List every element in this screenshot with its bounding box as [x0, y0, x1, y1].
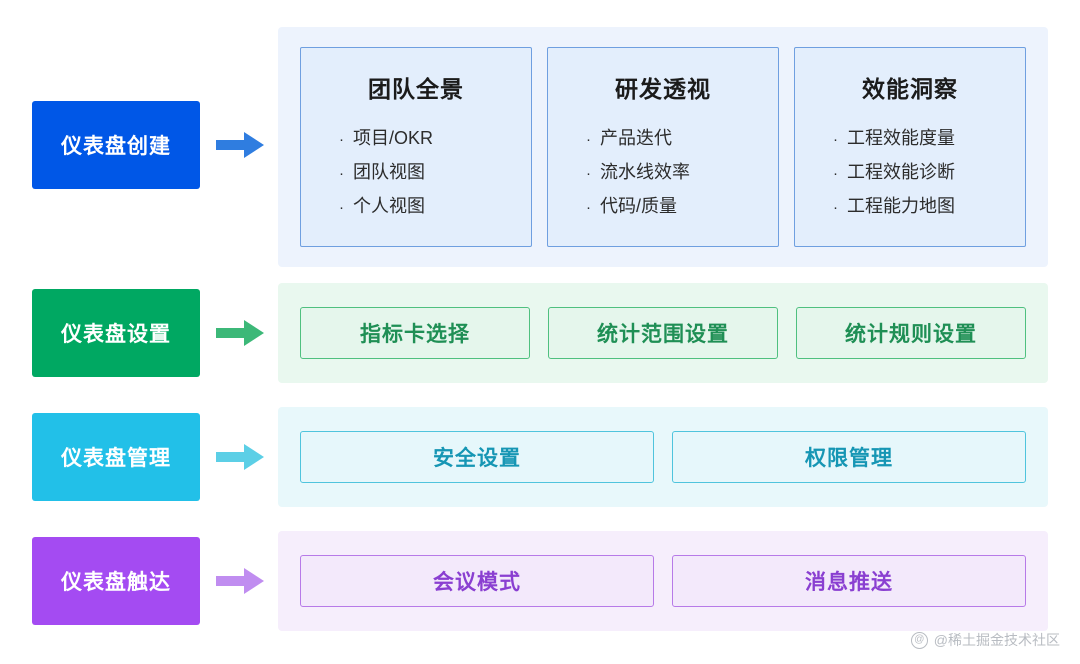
- panel-dashboard-management: 安全设置 权限管理: [278, 407, 1048, 507]
- arrow-icon-row-2: [216, 320, 264, 346]
- pill-permission-management[interactable]: 权限管理: [672, 431, 1026, 483]
- list-item: · 团队视图: [339, 156, 531, 190]
- stage-label-text: 仪表盘触达: [61, 571, 171, 594]
- pill-meeting-mode[interactable]: 会议模式: [300, 555, 654, 607]
- pill-label: 权限管理: [805, 447, 893, 470]
- list-item: · 流水线效率: [586, 156, 778, 190]
- list-item: · 工程效能度量: [833, 122, 1025, 156]
- stage-label-dashboard-create[interactable]: 仪表盘创建: [32, 101, 200, 189]
- pill-message-push[interactable]: 消息推送: [672, 555, 1026, 607]
- card-title: 效能洞察: [862, 76, 958, 102]
- card-title: 团队全景: [368, 76, 464, 102]
- bullet-icon: ·: [833, 165, 838, 182]
- list-item: · 代码/质量: [586, 190, 778, 224]
- stage-label-dashboard-reach[interactable]: 仪表盘触达: [32, 537, 200, 625]
- list-item-label: 工程效能诊断: [847, 162, 955, 182]
- pill-label: 消息推送: [805, 571, 893, 594]
- list-item-label: 产品迭代: [600, 128, 672, 148]
- bullet-icon: ·: [586, 165, 591, 182]
- card-rd-perspective[interactable]: 研发透视 · 产品迭代 · 流水线效率 · 代码/质量: [547, 47, 779, 247]
- card-list: · 工程效能度量 · 工程效能诊断 · 工程能力地图: [795, 122, 1025, 224]
- list-item-label: 工程效能度量: [847, 128, 955, 148]
- list-item-label: 团队视图: [353, 162, 425, 182]
- arrow-icon-row-3: [216, 444, 264, 470]
- list-item: · 个人视图: [339, 190, 531, 224]
- watermark-text: @稀土掘金技术社区: [933, 632, 1060, 648]
- stage-label-text: 仪表盘创建: [61, 135, 171, 158]
- stage-label-text: 仪表盘设置: [61, 323, 171, 346]
- list-item: · 项目/OKR: [339, 122, 531, 156]
- list-item: · 工程效能诊断: [833, 156, 1025, 190]
- list-item-label: 工程能力地图: [847, 196, 955, 216]
- bullet-icon: ·: [339, 131, 344, 148]
- bullet-icon: ·: [586, 131, 591, 148]
- card-team-overview[interactable]: 团队全景 · 项目/OKR · 团队视图 · 个人视图: [300, 47, 532, 247]
- pill-label: 统计范围设置: [597, 323, 729, 346]
- pill-label: 安全设置: [433, 447, 521, 470]
- list-item-label: 代码/质量: [600, 196, 678, 216]
- card-title: 研发透视: [615, 76, 711, 102]
- pill-label: 指标卡选择: [360, 323, 470, 346]
- panel-dashboard-reach: 会议模式 消息推送: [278, 531, 1048, 631]
- list-item-label: 项目/OKR: [353, 128, 434, 148]
- bullet-icon: ·: [833, 131, 838, 148]
- card-efficiency-insight[interactable]: 效能洞察 · 工程效能度量 · 工程效能诊断 · 工程能力地图: [794, 47, 1026, 247]
- bullet-icon: ·: [586, 199, 591, 216]
- pill-label: 统计规则设置: [845, 323, 977, 346]
- arrow-icon-row-4: [216, 568, 264, 594]
- list-item: · 产品迭代: [586, 122, 778, 156]
- watermark: @ @稀土掘金技术社区: [910, 630, 1060, 650]
- panel-dashboard-create: 团队全景 · 项目/OKR · 团队视图 · 个人视图 研发透视 · 产品迭代: [278, 27, 1048, 267]
- stage-label-text: 仪表盘管理: [61, 447, 171, 470]
- card-list: · 项目/OKR · 团队视图 · 个人视图: [301, 122, 531, 224]
- pill-metric-card-selection[interactable]: 指标卡选择: [300, 307, 530, 359]
- panel-dashboard-settings: 指标卡选择 统计范围设置 统计规则设置: [278, 283, 1048, 383]
- arrow-icon-row-1: [216, 132, 264, 158]
- bullet-icon: ·: [339, 199, 344, 216]
- bullet-icon: ·: [339, 165, 344, 182]
- list-item-label: 个人视图: [353, 196, 425, 216]
- pill-label: 会议模式: [433, 571, 521, 594]
- pill-security-settings[interactable]: 安全设置: [300, 431, 654, 483]
- at-icon: @: [910, 631, 928, 649]
- pill-stat-rule-settings[interactable]: 统计规则设置: [796, 307, 1026, 359]
- pill-stat-scope-settings[interactable]: 统计范围设置: [548, 307, 778, 359]
- list-item-label: 流水线效率: [600, 162, 690, 182]
- bullet-icon: ·: [833, 199, 838, 216]
- stage-label-dashboard-settings[interactable]: 仪表盘设置: [32, 289, 200, 377]
- card-list: · 产品迭代 · 流水线效率 · 代码/质量: [548, 122, 778, 224]
- stage-label-dashboard-management[interactable]: 仪表盘管理: [32, 413, 200, 501]
- list-item: · 工程能力地图: [833, 190, 1025, 224]
